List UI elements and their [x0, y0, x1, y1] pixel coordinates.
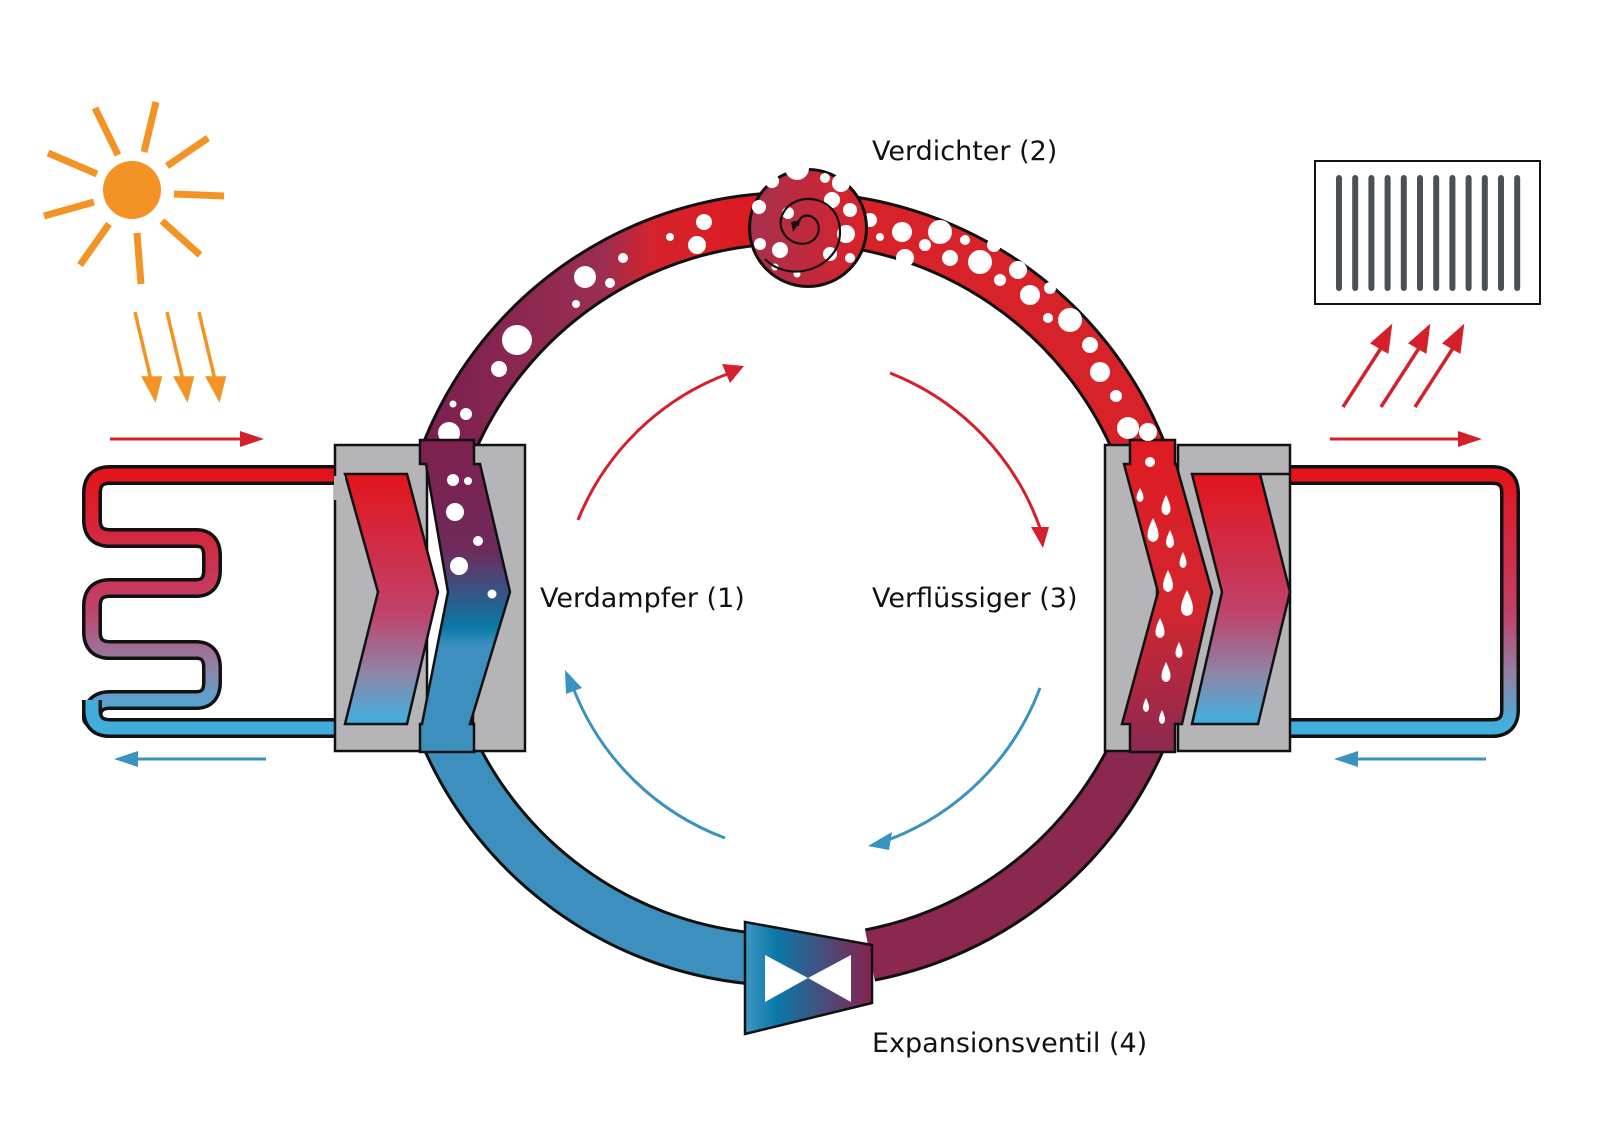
spiral-compressor-icon: [748, 156, 868, 288]
label-expansion-valve: Expansionsventil (4): [872, 1028, 1147, 1059]
sun-icon: [43, 101, 225, 285]
red-up-arrow-icon: [1413, 323, 1465, 408]
cycle-arrows: [565, 364, 1049, 850]
source-flow-out-arrow-icon: [114, 751, 266, 767]
heat-emission-arrows: [1341, 323, 1465, 408]
hot-gas-bubbles: [863, 213, 1139, 439]
bowtie-valve-icon: [743, 920, 874, 1036]
solar-radiation-arrows: [133, 311, 227, 403]
valve-symbol: [765, 955, 851, 1002]
heat-source-loop: [82, 465, 345, 738]
cycle-arrow-hot-right: [889, 371, 1049, 548]
sink-flow-in-arrow-icon: [1334, 751, 1486, 767]
sun-rays: [43, 101, 225, 285]
orange-down-arrow-icon: [165, 311, 195, 403]
spiral-arrow: [764, 197, 842, 273]
red-up-arrow-icon: [1379, 323, 1431, 408]
radiator-fins: [1336, 175, 1521, 291]
cycle-arrow-hot-left: [576, 364, 744, 521]
label-compressor: Verdichter (2): [872, 136, 1057, 167]
evaporator-bubbles: [446, 474, 497, 599]
condensate-droplets: [1136, 423, 1193, 724]
radiator-icon: [1314, 160, 1541, 305]
heat-sink-loop: [1250, 465, 1520, 738]
label-condenser: Verflüssiger (3): [872, 583, 1078, 614]
source-flow-in-arrow-icon: [110, 431, 264, 447]
label-evaporator: Verdampfer (1): [540, 583, 745, 614]
cycle-arrow-cold-right: [868, 687, 1042, 850]
sink-flow-out-arrow-icon: [1330, 431, 1482, 447]
orange-down-arrow-icon: [133, 311, 163, 403]
evaporator-exchanger: [333, 438, 527, 754]
vapor-bubbles: [438, 214, 712, 444]
orange-down-arrow-icon: [197, 311, 227, 403]
condenser-exchanger: [1103, 423, 1292, 754]
cycle-arrow-cold-left: [565, 670, 726, 840]
red-up-arrow-icon: [1341, 323, 1393, 408]
sun-disc: [103, 161, 161, 219]
